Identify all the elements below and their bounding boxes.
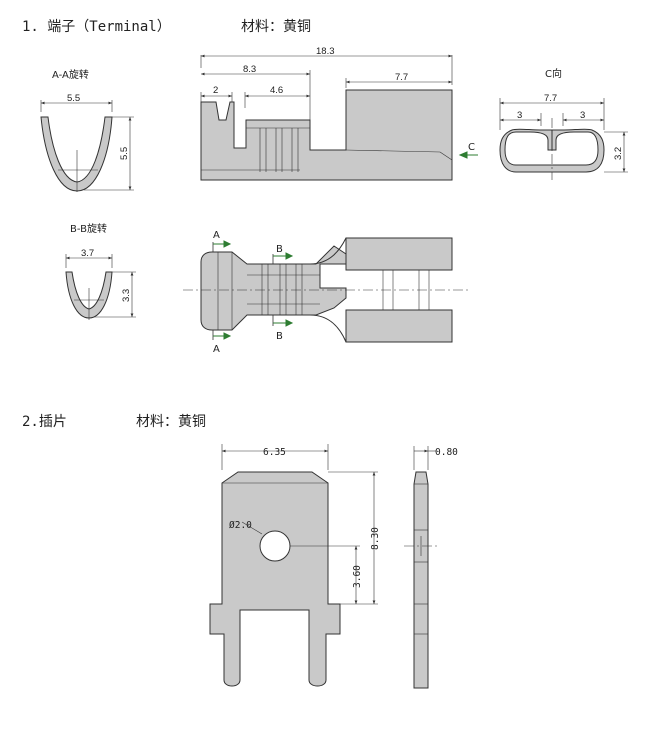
- view-bb-label: B-B旋转: [70, 222, 107, 235]
- total-length-dim: 18.3: [316, 46, 335, 57]
- bb-height-dim: 3.3: [121, 289, 132, 302]
- marker-a-bottom: A: [213, 344, 220, 355]
- tab-height-dim: 8.30: [370, 527, 381, 550]
- arrow-c-label: C: [468, 142, 475, 153]
- plan-rear-upper: [345, 237, 453, 271]
- section2-title: 2.插片: [22, 414, 67, 430]
- c-height-dim: 3.2: [613, 147, 624, 160]
- tab-width-dim: 6.35: [263, 447, 286, 458]
- view-c-label: C向: [545, 67, 562, 80]
- marker-a-top: A: [213, 230, 220, 241]
- tab-front-view: 6.35 Ø2.0 8.30 3.60: [209, 444, 381, 687]
- plan-rear-lower: [345, 309, 453, 343]
- tab-hole-pos-dim: 3.60: [352, 565, 363, 588]
- front-length-dim: 8.3: [243, 64, 256, 75]
- aa-cup-section: [40, 116, 113, 192]
- section1-title: 1. 端子（Terminal）: [22, 19, 171, 35]
- c-view-arrow: C: [458, 142, 478, 159]
- c-right-dim: 3: [580, 110, 585, 121]
- section1-material: 材料：黄铜: [241, 18, 311, 35]
- marker-b-top: B: [276, 244, 283, 255]
- view-c: C向 7.7 3 3 3.2: [499, 67, 628, 180]
- terminal-side-body: [200, 89, 453, 181]
- tab-side-view: 0.80: [404, 446, 458, 689]
- aa-height-dim: 5.5: [119, 147, 130, 160]
- bb-width-dim: 3.7: [81, 248, 94, 259]
- tab-hole-dim: Ø2.0: [229, 520, 252, 531]
- marker-b-bottom: B: [276, 331, 283, 342]
- view-aa-label: A-A旋转: [52, 68, 89, 81]
- tab-thickness-dim: 0.80: [435, 447, 458, 458]
- aa-width-dim: 5.5: [67, 93, 80, 104]
- tab-side-body: [413, 471, 429, 689]
- section2-material: 材料：黄铜: [136, 413, 206, 430]
- seg1-dim: 2: [213, 85, 218, 96]
- c-width-dim: 7.7: [544, 93, 557, 104]
- terminal-plan-view: A A B B: [183, 230, 468, 355]
- c-left-dim: 3: [517, 110, 522, 121]
- plan-front-body: [200, 245, 347, 331]
- bb-cup-section: [65, 271, 113, 319]
- view-bb: B-B旋转 3.7 3.3: [65, 222, 136, 320]
- view-aa: A-A旋转 5.5 5.5: [40, 68, 134, 192]
- seg2-dim: 4.6: [270, 85, 283, 96]
- tab-body: [209, 471, 341, 687]
- tab-hole: [259, 530, 291, 562]
- terminal-side-view: 18.3 8.3 7.7 2 4.6: [200, 46, 453, 181]
- rear-length-dim: 7.7: [395, 72, 408, 83]
